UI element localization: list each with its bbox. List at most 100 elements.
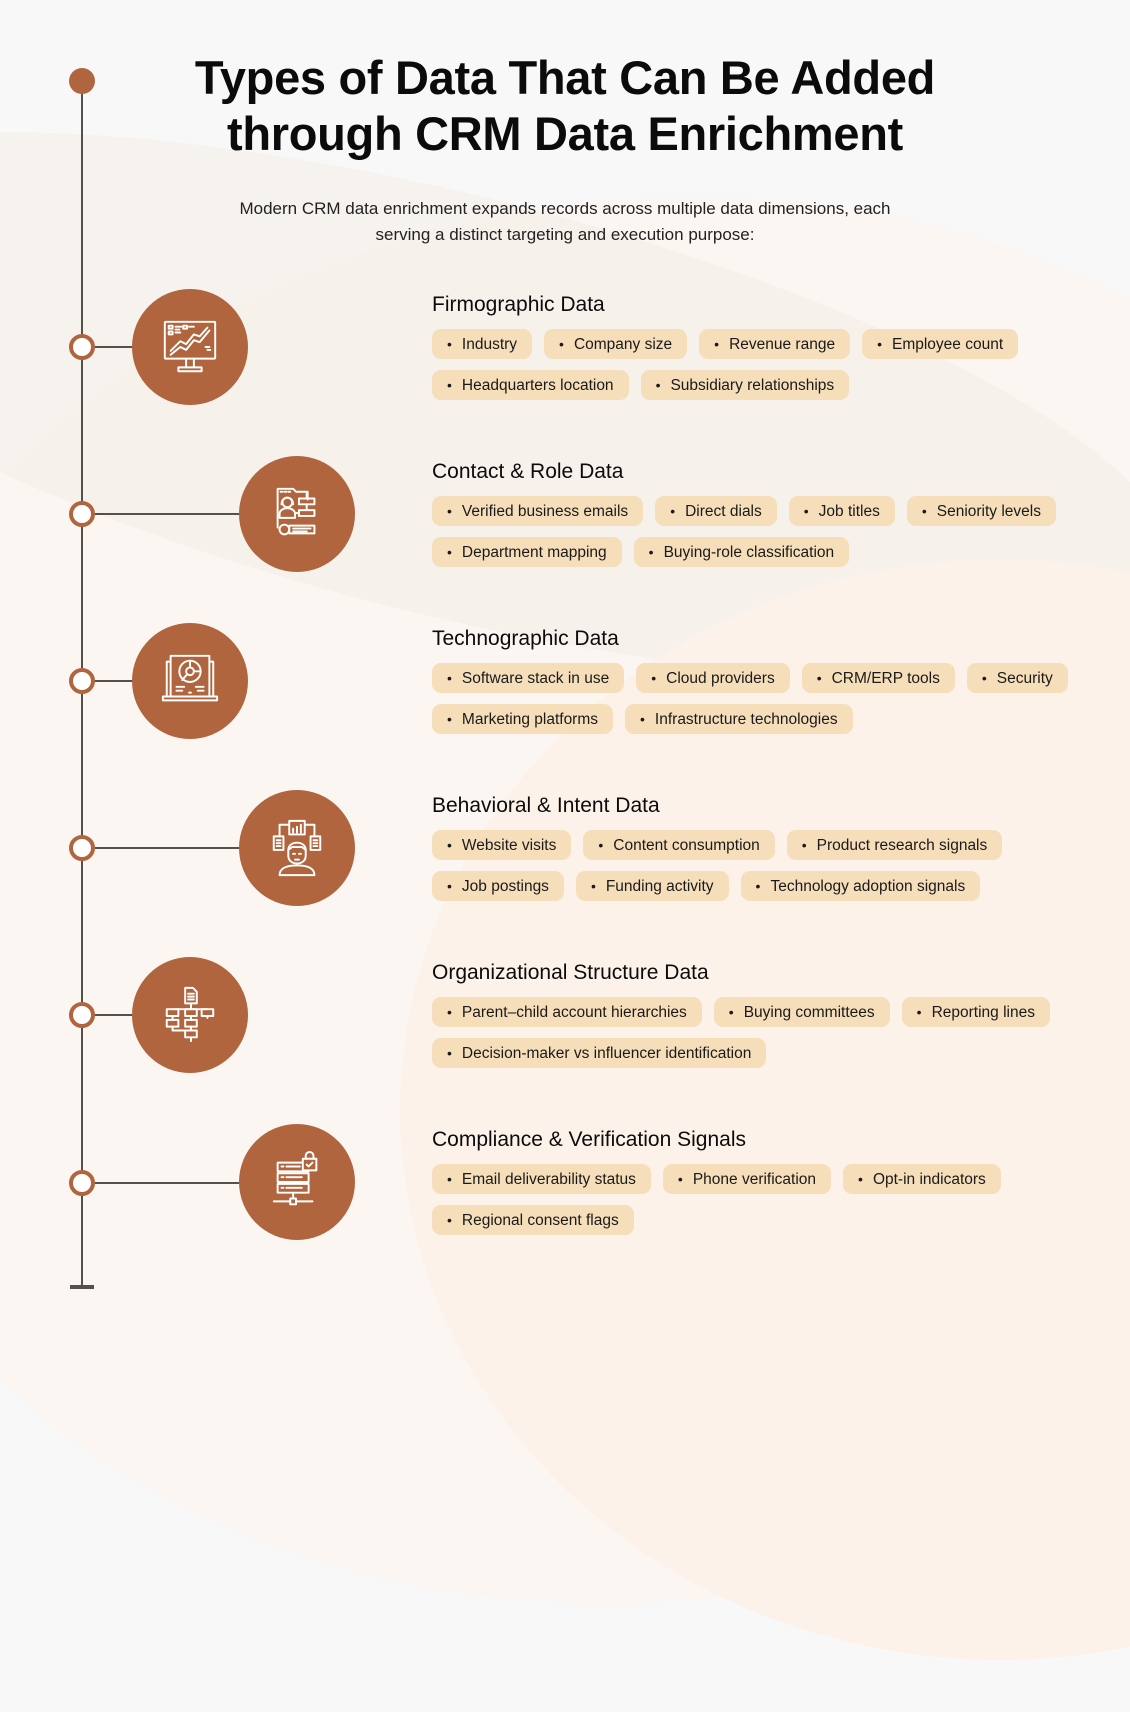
bullet-icon: • bbox=[447, 1045, 452, 1061]
data-tag: •Technology adoption signals bbox=[740, 871, 981, 901]
bullet-icon: • bbox=[640, 711, 645, 727]
page-subtitle: Modern CRM data enrichment expands recor… bbox=[200, 196, 930, 248]
bullet-icon: • bbox=[655, 377, 661, 393]
timeline-start-dot bbox=[69, 68, 95, 94]
bullet-icon: • bbox=[447, 503, 452, 519]
tag-list: • Parent–child account hierarchies • Buyin… bbox=[432, 997, 1112, 1068]
bullet-icon: • bbox=[714, 336, 720, 352]
bullet-icon: • bbox=[981, 670, 987, 686]
section-title: Technographic Data bbox=[432, 627, 619, 650]
tag-label: Job postings bbox=[461, 878, 549, 895]
data-tag: • Job postings bbox=[432, 871, 564, 901]
tag-label: Buying-role classification bbox=[663, 544, 835, 561]
tag-label: Cloud providers bbox=[666, 670, 775, 687]
section-compliance-verification: Compliance & Verification Signals • Email… bbox=[432, 1126, 1112, 1235]
timeline-connector bbox=[95, 680, 135, 682]
bullet-icon: • bbox=[590, 878, 596, 894]
tag-label: Infrastructure technologies bbox=[654, 711, 838, 728]
bullet-icon: • bbox=[803, 503, 809, 519]
data-tag: • Infrastructure technologies bbox=[625, 704, 853, 734]
timeline-node bbox=[69, 668, 95, 694]
data-tag: •Regional consent flags bbox=[432, 1205, 634, 1235]
title-line-2: through CRM Data Enrichment bbox=[226, 107, 904, 160]
section-title: Compliance & Verification Signals bbox=[432, 1128, 746, 1151]
tag-label: Company size bbox=[573, 336, 673, 353]
timeline-node bbox=[69, 1002, 95, 1028]
subtitle-line-1: Modern CRM data enrichment expands recor… bbox=[239, 199, 891, 218]
data-tag: •Software stack in use bbox=[432, 663, 625, 693]
bullet-icon: • bbox=[559, 336, 564, 352]
data-tag: • Email deliverability status bbox=[432, 1164, 651, 1194]
page-title: Types of Data That Can Be Added through … bbox=[0, 50, 1130, 162]
timeline-node bbox=[69, 334, 95, 360]
tag-label: Decision-maker vs influencer identificat… bbox=[461, 1045, 752, 1062]
tag-label: Content consumption bbox=[613, 837, 760, 854]
data-tag: • Parent–child account hierarchies bbox=[432, 997, 702, 1027]
section-firmographic: Firmographic Data •Industry •Company siz… bbox=[432, 291, 1112, 400]
bullet-icon: • bbox=[651, 670, 657, 686]
org-chart-icon bbox=[132, 957, 248, 1073]
data-tag: •Industry bbox=[432, 329, 533, 359]
tag-label: Reporting lines bbox=[931, 1004, 1035, 1021]
bullet-icon: • bbox=[916, 1004, 922, 1020]
bullet-icon: • bbox=[447, 1004, 452, 1020]
data-tag: •CRM/ERP tools bbox=[801, 663, 955, 693]
bullet-icon: • bbox=[447, 878, 452, 894]
tag-label: CRM/ERP tools bbox=[831, 670, 940, 687]
bullet-icon: • bbox=[447, 1171, 452, 1187]
data-tag: • Cloud providers bbox=[636, 663, 790, 693]
section-organizational-structure: Organizational Structure Data •Parent–ch… bbox=[432, 959, 1112, 1068]
data-tag: •Direct dials bbox=[655, 496, 777, 526]
monitor-chart-icon bbox=[132, 289, 248, 405]
bullet-icon: • bbox=[858, 1171, 863, 1187]
title-line-1: Types of Data That Can Be Added bbox=[194, 51, 936, 104]
person-analytics-icon bbox=[239, 790, 355, 906]
tag-label: Security bbox=[996, 670, 1053, 687]
tag-label: Buying committees bbox=[743, 1004, 875, 1021]
bullet-icon: • bbox=[728, 1004, 734, 1020]
data-tag: •Product research signals bbox=[786, 830, 1003, 860]
data-tag: •Phone verification bbox=[662, 1164, 832, 1194]
section-behavioral-intent: Behavioral & Intent Data • Website visits… bbox=[432, 792, 1112, 901]
data-tag: •Employee count bbox=[862, 329, 1019, 359]
section-title: Behavioral & Intent Data bbox=[432, 794, 660, 817]
timeline-node bbox=[69, 835, 95, 861]
data-tag: • Company size bbox=[544, 329, 688, 359]
section-technographic: Technographic Data •Software stack in us… bbox=[432, 625, 1112, 734]
tag-label: Revenue range bbox=[729, 336, 836, 353]
tag-label: Subsidiary relationships bbox=[670, 377, 835, 394]
section-title: Contact & Role Data bbox=[432, 460, 624, 483]
tag-label: Parent–child account hierarchies bbox=[461, 1004, 687, 1021]
bullet-icon: • bbox=[677, 1171, 683, 1187]
data-tag: • Job titles bbox=[788, 496, 895, 526]
timeline-connector bbox=[95, 1182, 243, 1184]
data-tag: • Revenue range bbox=[699, 329, 851, 359]
bullet-icon: • bbox=[447, 670, 452, 686]
section-title: Firmographic Data bbox=[432, 293, 605, 316]
tag-list: • Email deliverability status •Phone veri… bbox=[432, 1164, 1092, 1235]
contact-profile-icon bbox=[239, 456, 355, 572]
tag-list: •Industry •Company size •Revenue range •… bbox=[432, 329, 1092, 400]
tag-label: Website visits bbox=[461, 837, 557, 854]
data-tag: • Security bbox=[966, 663, 1068, 693]
timeline-node bbox=[69, 1170, 95, 1196]
tag-label: Department mapping bbox=[461, 544, 607, 561]
timeline-end-cap bbox=[70, 1285, 94, 1289]
tag-label: Headquarters location bbox=[461, 377, 614, 394]
bullet-icon: • bbox=[648, 544, 654, 560]
tag-label: Industry bbox=[461, 336, 518, 353]
tag-label: Job titles bbox=[818, 503, 880, 520]
tag-label: Funding activity bbox=[605, 878, 714, 895]
timeline-connector bbox=[95, 847, 243, 849]
tag-label: Technology adoption signals bbox=[770, 878, 966, 895]
tag-label: Email deliverability status bbox=[461, 1171, 636, 1188]
data-tag: •Content consumption bbox=[583, 830, 775, 860]
data-tag: •Seniority levels bbox=[906, 496, 1056, 526]
tag-list: •Software stack in use •Cloud providers … bbox=[432, 663, 1112, 734]
data-tag: • Subsidiary relationships bbox=[640, 370, 850, 400]
tag-label: Marketing platforms bbox=[461, 711, 599, 728]
tag-label: Verified business emails bbox=[461, 503, 629, 520]
laptop-pie-chart-icon bbox=[132, 623, 248, 739]
timeline-node bbox=[69, 501, 95, 527]
data-tag: • Verified business emails bbox=[432, 496, 644, 526]
